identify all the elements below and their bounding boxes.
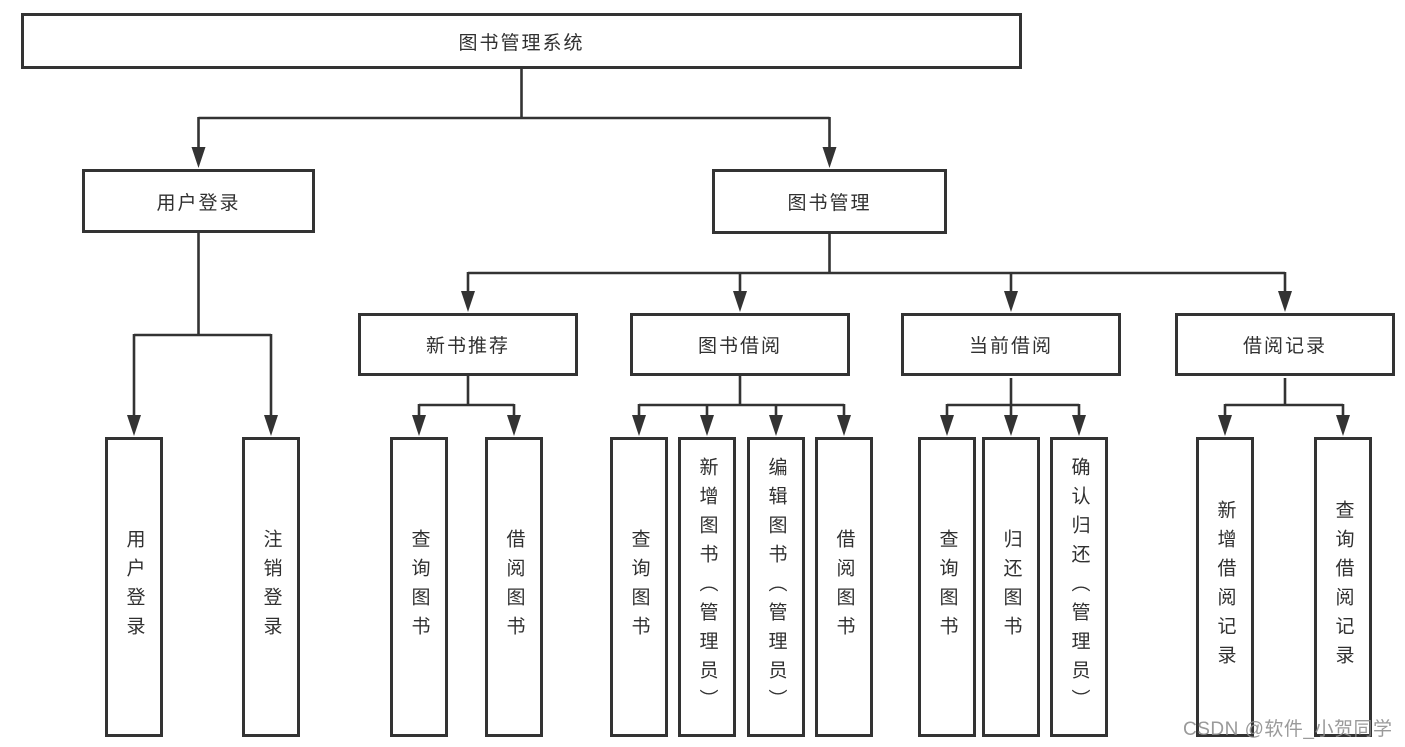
- node-label: 图书管理系统: [458, 32, 585, 54]
- leaf-current-query-books: 查询图书: [918, 437, 976, 737]
- node-label: 新增借阅记录: [1214, 500, 1236, 674]
- leaf-records-query-borrow-record: 查询借阅记录: [1314, 437, 1372, 737]
- csdn-watermark: CSDN @软件_小贺同学: [1183, 719, 1393, 740]
- node-user-login: 用户登录: [82, 169, 315, 233]
- node-new-book-recommend: 新书推荐: [358, 313, 578, 376]
- leaf-records-add-borrow-record: 新增借阅记录: [1196, 437, 1254, 737]
- node-label: 借阅记录: [1242, 336, 1327, 357]
- leaf-borrowing-add-books-admin: 新增图书（管理员）: [678, 437, 736, 737]
- node-label: 借阅图书: [503, 529, 525, 645]
- node-label: 查询借阅记录: [1332, 500, 1354, 674]
- leaf-borrowing-edit-books-admin: 编辑图书（管理员）: [747, 437, 805, 737]
- node-label: 图书借阅: [697, 336, 782, 357]
- node-label: 新增图书（管理员）: [696, 456, 718, 718]
- leaf-newbook-borrow-books: 借阅图书: [485, 437, 543, 737]
- leaf-current-return-books: 归还图书: [982, 437, 1040, 737]
- node-root-library-management-system: 图书管理系统: [21, 13, 1022, 69]
- leaf-logout: 注销登录: [242, 437, 300, 737]
- node-label: 借阅图书: [833, 529, 855, 645]
- node-label: 图书管理: [787, 193, 872, 214]
- node-label: 用户登录: [156, 192, 241, 214]
- node-book-borrowing: 图书借阅: [630, 313, 850, 376]
- node-label: 确认归还（管理员）: [1068, 456, 1090, 718]
- node-label: 当前借阅: [968, 336, 1053, 357]
- node-label: 查询图书: [628, 529, 650, 645]
- node-current-borrowing: 当前借阅: [901, 313, 1121, 376]
- node-label: 查询图书: [408, 529, 430, 645]
- leaf-borrowing-query-books: 查询图书: [610, 437, 668, 737]
- node-label: 编辑图书（管理员）: [765, 456, 787, 718]
- node-borrowing-records: 借阅记录: [1175, 313, 1395, 376]
- node-label: 用户登录: [123, 529, 145, 645]
- leaf-newbook-query-books: 查询图书: [390, 437, 448, 737]
- leaf-borrowing-borrow-books: 借阅图书: [815, 437, 873, 737]
- node-book-management: 图书管理: [712, 169, 947, 234]
- node-label: 注销登录: [260, 529, 282, 645]
- node-label: 归还图书: [1000, 529, 1022, 645]
- node-label: 查询图书: [936, 529, 958, 645]
- leaf-current-confirm-return-admin: 确认归还（管理员）: [1050, 437, 1108, 737]
- leaf-user-login: 用户登录: [105, 437, 163, 737]
- node-label: 新书推荐: [425, 336, 510, 357]
